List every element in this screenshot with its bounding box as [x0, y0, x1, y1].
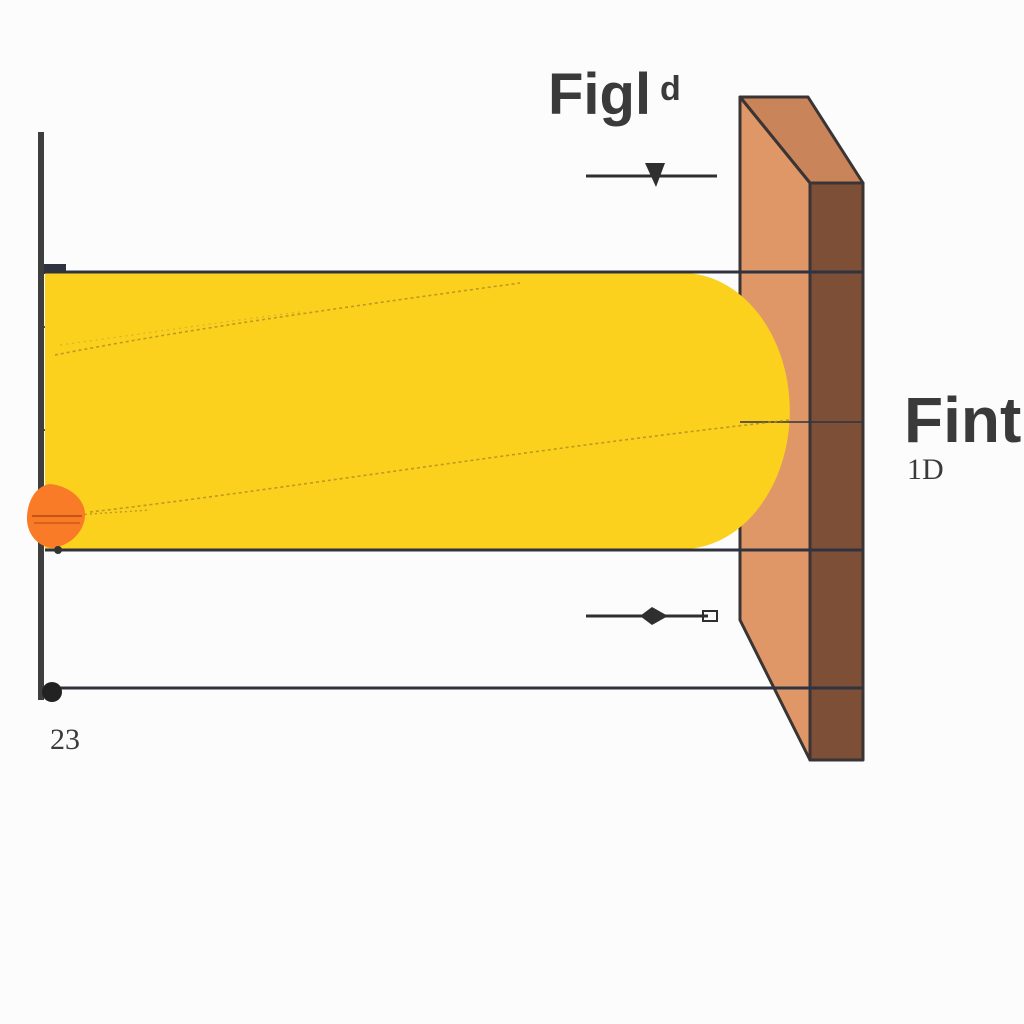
- light-beam-edge: [682, 273, 790, 549]
- arrow-down-head-icon: [586, 163, 717, 187]
- top-title: Figl: [548, 62, 651, 127]
- wall-side-face: [808, 181, 865, 762]
- source-point-icon: [26, 484, 86, 554]
- right-number: 1D: [907, 453, 944, 486]
- light-beam: [45, 273, 790, 549]
- axis-tick-top: [44, 264, 66, 274]
- bottom-number: 23: [50, 723, 80, 756]
- ray-trace-lower: [89, 419, 791, 513]
- ray-trace-upper: [54, 282, 521, 356]
- top-title-suffix: d: [660, 70, 681, 108]
- arrow-right-head-icon: [586, 607, 718, 625]
- baseline-dot: [42, 682, 62, 702]
- right-title: Fint: [904, 384, 1021, 456]
